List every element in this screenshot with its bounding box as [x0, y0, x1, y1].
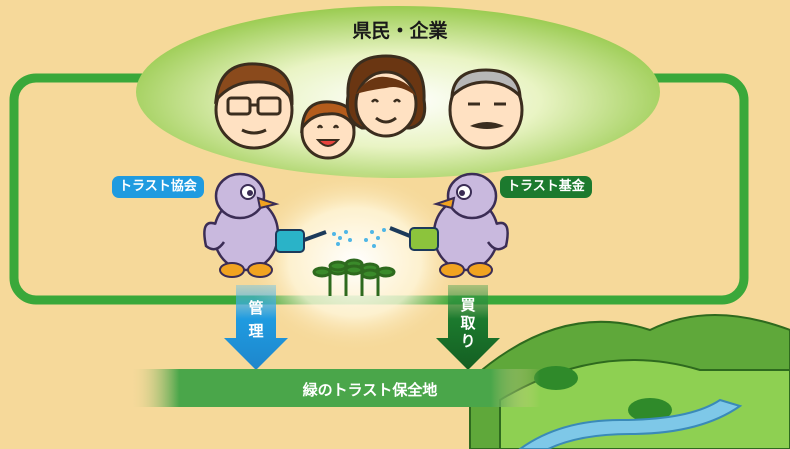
- management-arrow-label: 管: [248, 299, 264, 317]
- management-arrow: [224, 285, 288, 370]
- elderly-man-icon: [448, 68, 524, 150]
- preserve-label: 緑のトラスト保全地: [302, 381, 438, 399]
- child-icon: [300, 100, 356, 160]
- purchase-arrow-label: 取: [460, 314, 476, 332]
- man-with-glasses-icon: [214, 62, 294, 150]
- purchase-arrow-label: り: [460, 332, 476, 350]
- management-arrow-label: 理: [248, 322, 264, 340]
- diagram-title: 県民・企業: [352, 20, 448, 42]
- purchase-arrow: [436, 285, 500, 370]
- trust-association-label: トラスト協会: [112, 176, 204, 198]
- bird-mascot-icon: [432, 172, 509, 279]
- preserve-band: [130, 369, 540, 407]
- watering-can-icon: [389, 226, 439, 251]
- purchase-arrow-label: 買: [460, 296, 476, 314]
- bird-mascot-icon: [203, 172, 280, 279]
- water-spray: [332, 228, 386, 248]
- watering-can-icon: [275, 229, 327, 253]
- trust-fund-label: トラスト基金: [500, 176, 592, 198]
- seedling-icon: [312, 258, 396, 296]
- woman-icon: [345, 54, 427, 138]
- river-icon: [518, 398, 743, 449]
